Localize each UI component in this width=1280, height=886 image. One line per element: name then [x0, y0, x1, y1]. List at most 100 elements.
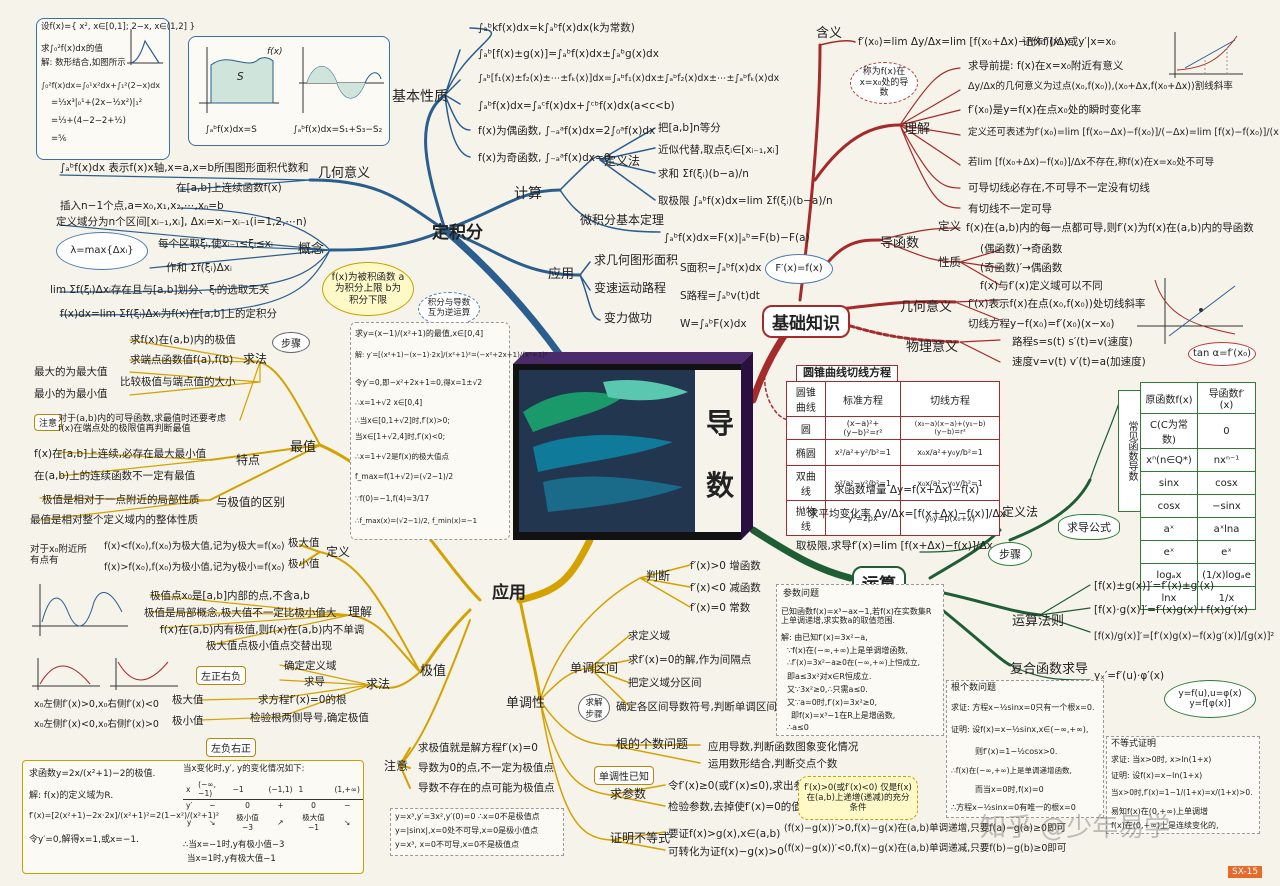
param-example-l1: 已知函数f(x)=x³−ax−1,若f(x)在实数集R上单调递增,求实数a的取值…	[781, 607, 932, 626]
mono-param-1: 令f′(x)≥0(或f′(x)≤0),求出参数	[668, 780, 815, 792]
max-example-box: 求y=(x−1)/(x²+1)的最值,x∈[0,4] 解: y′=[(x²+1)…	[350, 322, 548, 540]
max-example-l8: f_max=f(1+√2)=(√2−1)/2	[355, 472, 454, 481]
op-definition-item-1: 求函数增量 Δy=f(x+Δx)−f(x)	[834, 484, 980, 496]
graph-caption-2: ∫ₐᵇf(x)dx=S₁+S₃−S₂	[293, 125, 383, 135]
conic-cell: y²=2px	[824, 500, 902, 536]
derived-property-1: (偶函数)′→奇函数	[980, 243, 1063, 255]
basic-meaning-bubble-text: 称为f(x)在x=x₀处的导数	[859, 66, 909, 99]
integral-app-label: 应用	[548, 267, 575, 282]
mono-judge-2: f′(x)<0 减函数	[690, 582, 761, 594]
ext-cell: ↗	[277, 817, 284, 827]
ext-near: 对于x₀附近所有点有	[30, 544, 87, 566]
op-rule-2: [f(x)·g(x)]′=f′(x)g(x)+f(x)g′(x)	[1094, 604, 1248, 616]
table-row: C(C为常数)0	[1140, 413, 1257, 449]
deriv-cell: aˣ	[1140, 517, 1198, 541]
mono-judge-3: f′(x)=0 常数	[690, 602, 751, 614]
mono-known-tag: 单调性已知	[594, 766, 654, 785]
param-example-title: 参数问题	[783, 589, 820, 599]
deriv-cell: lnx	[1140, 586, 1198, 610]
deriv-cell: sinx	[1140, 471, 1198, 495]
max-diff-label: 与极值的区别	[216, 495, 285, 509]
max-example-l4: ∴x=1+√2 x∈[0,4]	[355, 398, 423, 407]
param-example-l2: 解: 由已知f′(x)=3x²−a,	[781, 633, 868, 642]
table-row: x (−∞,−1) −1 (−1,1) 1 (1,+∞)	[183, 779, 363, 800]
ext-cell: 极小值 −3	[236, 813, 259, 832]
ext-example-l2: 解: f(x)的定义域为R.	[29, 791, 114, 801]
max-diff-2: 最值是相对整个定义域内的整体性质	[30, 514, 198, 526]
concept-item-6: f(x)dx=lim Σf(ξᵢ)Δxᵢ为f(x)在[a,b]上的定积分	[60, 308, 277, 320]
center-title-1: 导	[706, 407, 735, 440]
root-example-l1: 求证: 方程x−½sinx=0只有一个根x=0.	[951, 703, 1095, 712]
hub-basic-knowledge: 基础知识	[762, 305, 850, 338]
integral-example-graph	[127, 29, 163, 65]
derived-definition: f(x)在(a,b)内的每一点都可导,则f′(x)为f(x)在(a,b)内的导函…	[966, 222, 1254, 234]
mono-interval-3: 把定义域分区间	[628, 677, 702, 689]
ext-def-min: f(x)>f(x₀),f(x₀)为极小值,记为y极小=f(x₀)	[104, 562, 285, 573]
conic-cell: x²/a²+y²/b²=1	[824, 439, 902, 466]
calc-fundamental-formula: ∫ₐᵇf(x)dx=F(x)|ₐᵇ=F(b)−F(a)	[664, 232, 810, 244]
derived-definition-label: 定义	[938, 219, 961, 233]
ext-example-l1: 求函数y=2x/(x²+1)−2的极值.	[29, 769, 156, 779]
max-method-label: 求法	[243, 352, 268, 366]
basic-meaning-note: 记作f′(x₀)或y′|x=x₀	[1022, 36, 1116, 48]
understanding-item-5: 若lim [f(x₀+Δx)−f(x₀)]/Δx不存在,称f(x)在x=x₀处不…	[968, 157, 1215, 168]
ext-cell: +	[277, 801, 284, 810]
ext-example-l3: f′(x)=[2(x²+1)−2x·2x]/(x²+1)²=2(1−x²)/(x…	[29, 811, 220, 820]
op-rules-label: 运算法则	[1012, 614, 1065, 629]
param-example-l6: 又∵3x²≥0,∴只需a≤0.	[787, 685, 868, 694]
mono-param-2: 检验参数,去掉使f′(x)=0的值	[668, 801, 802, 813]
ext-min-rule-label: 极小值	[172, 715, 204, 727]
mono-ineq-label: 证明不等式	[610, 831, 671, 845]
deriv-cell: C(C为常数)	[1140, 413, 1198, 449]
deriv-cell: 1/x	[1196, 586, 1257, 610]
ineq-example-title: 不等式证明	[1111, 739, 1157, 749]
ext-cell: ↘	[344, 817, 351, 827]
conic-cell: (x−a)²+(y−b)²=r²	[824, 416, 902, 440]
basic-meaning-label: 含义	[816, 26, 843, 41]
ext-cell: y	[186, 817, 192, 827]
physical-item-2: 速度v=v(t) v′(t)=a(加速度)	[1012, 356, 1146, 368]
root-example-box: 根个数问题 求证: 方程x−½sinx=0只有一个根x=0. 证明: 设f(x)…	[946, 680, 1104, 818]
deriv-cell: 0	[1196, 413, 1257, 449]
basic-meaning-formula: f′(x₀)=lim Δy/Δx=lim [f(x₀+Δx)−f(x₀)]/Δx	[858, 36, 1071, 48]
basic-geometric-label: 几何意义	[900, 300, 953, 315]
integral-example-l6: =⅓+(4−2−2+½)	[51, 116, 126, 126]
calc-step-1: 把[a,b]n等分	[658, 122, 721, 134]
integral-example-l4: ∫₀²f(x)dx=∫₀¹x²dx+∫₁²(2−x)dx	[41, 81, 161, 90]
extreme-graph	[32, 584, 128, 636]
mono-judge-label: 判断	[646, 569, 671, 583]
ext-left-pos-tag: 左正右负	[196, 666, 246, 685]
basic-meaning-bubble: 称为f(x)在x=x₀处的导数	[850, 62, 918, 104]
conic-cell: (x₀−a)(x−a)+(y₀−b)(y−b)=r²	[900, 416, 1000, 440]
max-steps-tag: 步骤	[272, 332, 310, 353]
conic-cell: 抛物线	[786, 500, 826, 536]
ext-definition-label: 定义	[326, 545, 351, 559]
deriv-cell: eˣ	[1196, 540, 1257, 564]
integral-app-item-3: 变力做功	[604, 311, 653, 325]
conic-cell: 椭圆	[786, 439, 826, 466]
deriv-h-deriv: 导函数f′(x)	[1196, 382, 1257, 414]
ineq-example-l2: 证明: 设f(x)=x−ln(1+x)	[1111, 771, 1203, 780]
branch-integral-concept	[328, 228, 447, 252]
integral-example-l7: =⅚	[51, 134, 67, 144]
property-item-5: f(x)为偶函数, ∫₋ₐᵃf(x)dx=2∫₀ᵃf(x)dx	[478, 125, 656, 137]
max-note: 对于(a,b)内的可导函数,求最值时还要考虑f(x)在端点处的极限值再判断最值	[58, 414, 226, 435]
ext-cell: −1	[229, 779, 266, 800]
integral-example-l3: 解: 数形结合,如图所示	[41, 58, 126, 68]
derived-function-label: 导函数	[880, 236, 920, 251]
ext-und-4: 极大值点极小值点交替出现	[206, 640, 332, 652]
integral-app-item-1: 求几何图形面积	[594, 253, 679, 267]
ext-cell: (1,+∞)	[331, 779, 363, 800]
derived-property-label: 性质	[938, 255, 961, 269]
notes-item-2: 导数为0的点,不一定为极值点	[418, 762, 555, 774]
property-item-2: ∫ₐᵇ[f(x)±g(x)]=∫ₐᵇf(x)dx±∫ₐᵇg(x)dx	[478, 48, 659, 60]
ext-cell: (−1,1)	[265, 779, 296, 800]
mono-ineq-2: 可转化为证f(x)−g(x)>0	[668, 846, 784, 858]
param-example-l7: 又∵a=0时,f′(x)=3x²≥0,	[787, 698, 878, 707]
notes-item-1: 求极值就是解方程f′(x)=0	[418, 742, 538, 754]
notes-example-2: y=|sinx|,x=0处不可导,x=0是极小值点	[395, 826, 539, 835]
mono-root-2: 运用数形结合,判断交点个数	[708, 758, 838, 770]
ext-cell: x	[183, 779, 196, 800]
